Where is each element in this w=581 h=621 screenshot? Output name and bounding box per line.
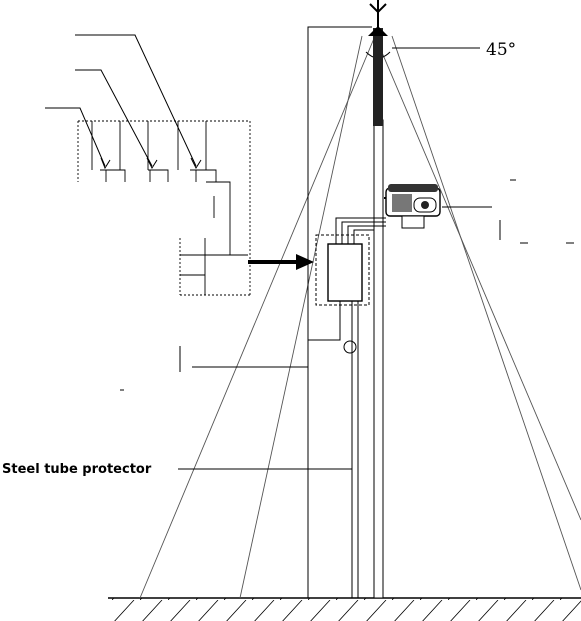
pole: [368, 0, 388, 599]
camera: [384, 184, 441, 229]
pointer-arrow: [248, 254, 314, 270]
wiring-leader-lines: [45, 34, 202, 170]
angle-indicator: [365, 47, 480, 59]
wiring-schematic: [77, 120, 251, 296]
junction-box: [315, 217, 386, 306]
steel-tube-protector-label: Steel tube protector: [2, 462, 152, 477]
cable-conduit: [308, 301, 359, 598]
callout-leaders: [120, 179, 574, 470]
ground: [108, 597, 581, 621]
angle-label: 45°: [486, 40, 516, 60]
wall-outline: [307, 26, 372, 598]
field-of-view-lines: [139, 35, 581, 599]
